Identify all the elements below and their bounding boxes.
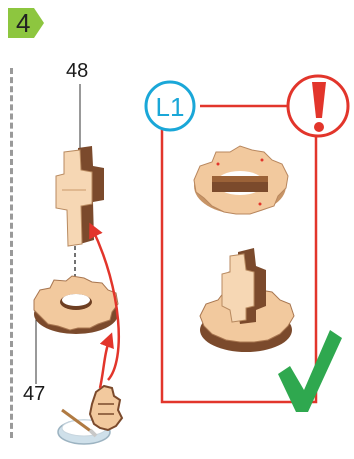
small-gear-illustration: [90, 386, 122, 430]
warning-exclamation-icon: [288, 76, 348, 136]
callout-assembled-view: [200, 248, 294, 352]
layer-label-badge: L1: [146, 82, 194, 130]
arrow-to-part-47: [100, 338, 110, 388]
check-mark-icon: [278, 330, 342, 412]
layer-label: L1: [156, 92, 185, 122]
part-48-illustration: [56, 146, 104, 246]
part-47-gear-illustration: [34, 276, 118, 334]
callout-gear-top-view: [194, 146, 288, 214]
